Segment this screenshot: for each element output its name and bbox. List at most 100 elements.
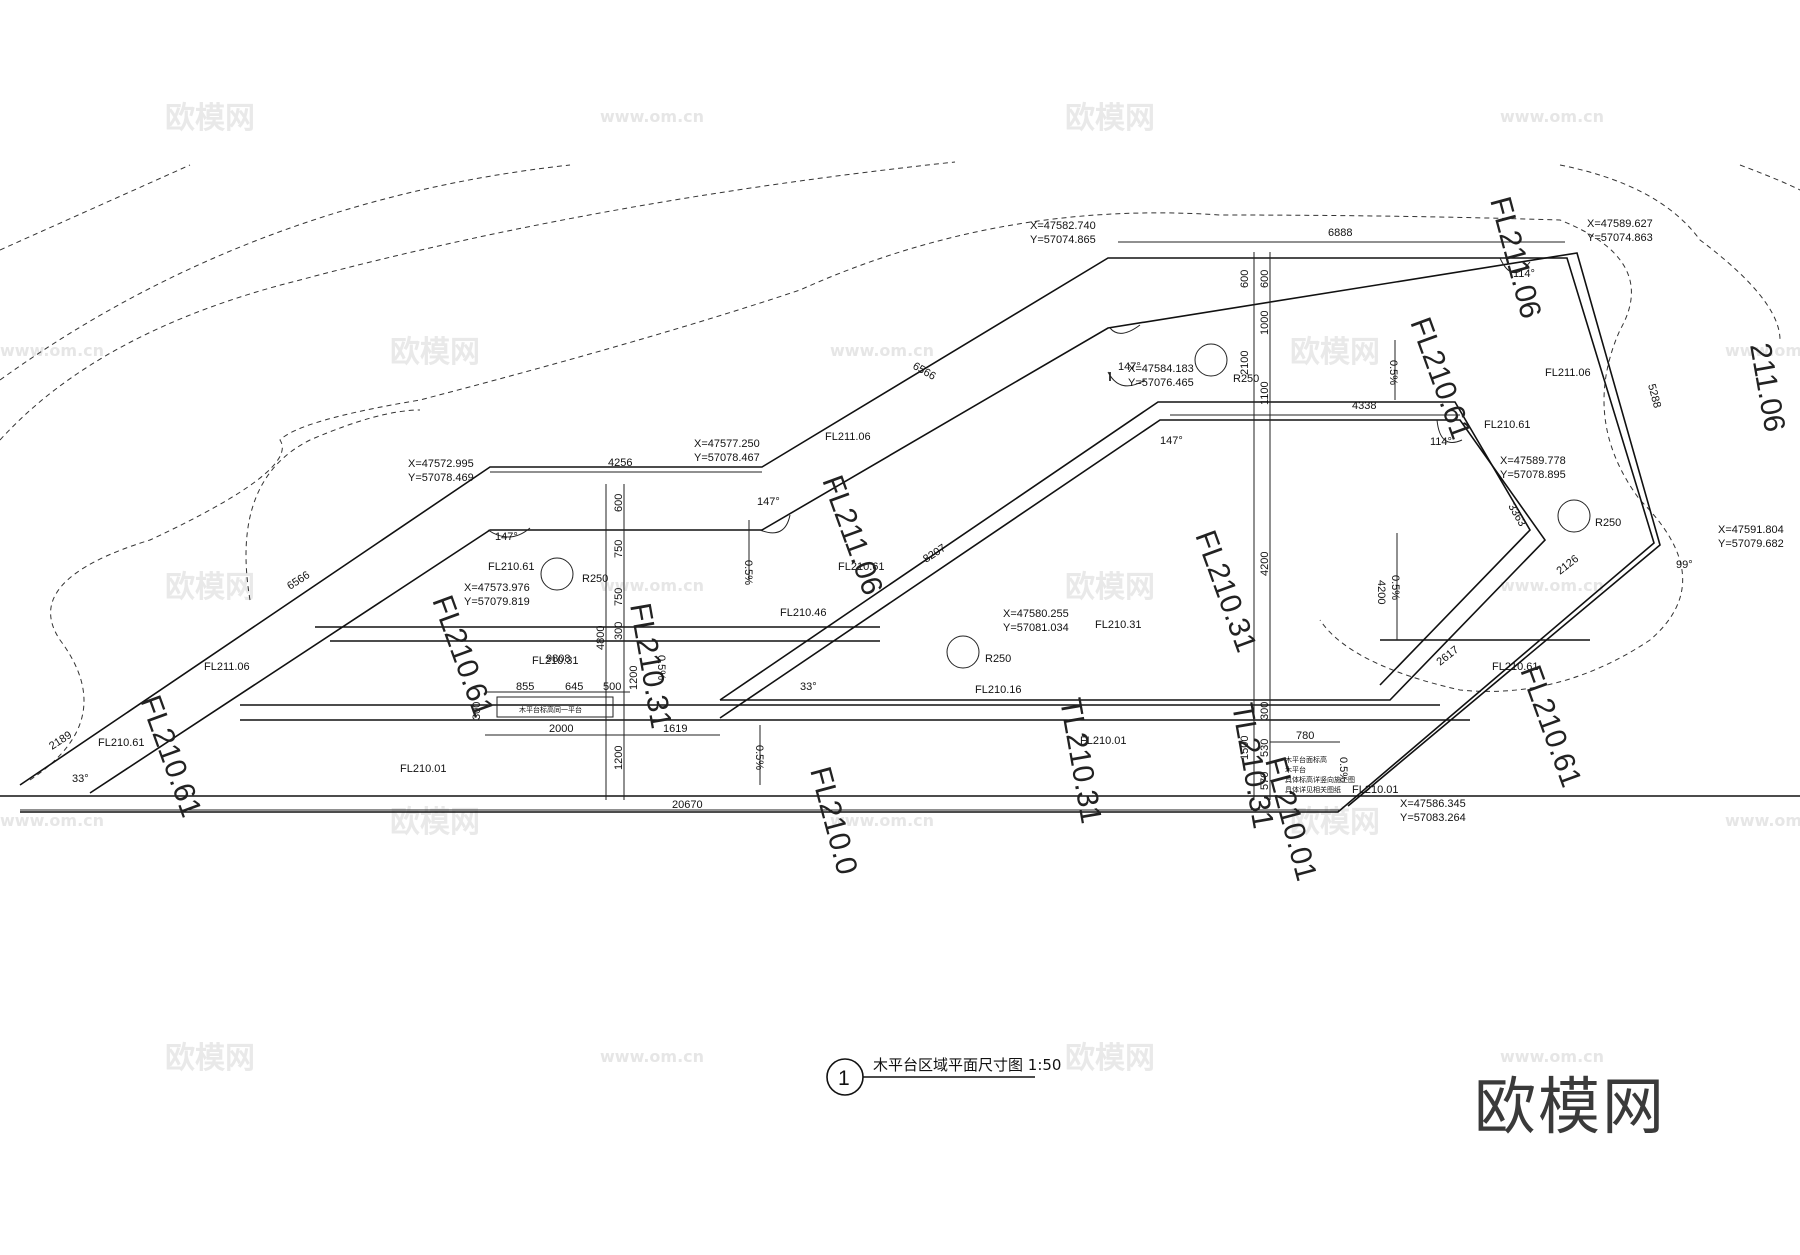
coord-y: Y=57079.819: [464, 596, 530, 608]
slope-label: 0.5%: [742, 560, 754, 585]
coord-x: X=47589.778: [1500, 455, 1566, 467]
angle-label: 33°: [72, 773, 89, 785]
coord-y: Y=57078.469: [408, 472, 474, 484]
dim-label: 5288: [1645, 383, 1663, 410]
deck-outer-edge: [19, 257, 1655, 813]
dim-label: 1200: [613, 746, 625, 770]
angle-arc: [1436, 419, 1463, 443]
watermark-cn: 欧模网: [1065, 570, 1155, 605]
watermark-cn: 欧模网: [165, 1041, 255, 1076]
coord-x: X=47584.183: [1128, 363, 1194, 375]
note: 具体标高详竖向施工图: [1285, 775, 1355, 784]
watermark-cn: 欧模网: [1065, 1041, 1155, 1076]
note: 木平台标高同一平台: [519, 705, 582, 714]
annotation-notes: 木平台标高同一平台 木平台面标高 木平台 具体标高详竖向施工图 具体详见相关图纸: [519, 705, 1355, 794]
watermark-url: www.om.cn: [0, 811, 104, 830]
coord-x: X=47586.345: [1400, 798, 1466, 810]
radius-label: R250: [1233, 373, 1259, 385]
watermark-url: www.om.cn: [600, 1047, 704, 1066]
note: 木平台面标高: [1285, 755, 1327, 764]
dim-label: 500: [603, 681, 621, 693]
watermark-url: www.om.cn: [0, 341, 104, 360]
radius-label: R250: [1595, 517, 1621, 529]
slope-label: 0.5%: [1387, 360, 1399, 385]
angle-arc: [1499, 257, 1531, 273]
angle-arc: [1107, 371, 1146, 387]
watermark-url: www.om.cn: [1500, 1047, 1604, 1066]
level-label: FL210.01: [1352, 784, 1398, 796]
watermark-cn: 欧模网: [1290, 335, 1380, 370]
contour-line: [245, 409, 421, 601]
watermark-url: www.om.cn: [600, 576, 704, 595]
radius-circle: [1194, 343, 1228, 377]
coord-x: X=47572.995: [408, 458, 474, 470]
dim-label: 600: [613, 494, 625, 512]
dim-label: 1100: [1259, 381, 1271, 405]
contour-labels: FL211.06 FL210.61 FL211.06 FL210.61 FL21…: [133, 193, 1791, 884]
angle-label: 99°: [1676, 559, 1693, 571]
slope-label: 0.5%: [1389, 575, 1401, 600]
level-label: FL210.46: [780, 607, 826, 619]
watermark-cn: 欧模网: [165, 101, 255, 136]
terrain-contours: [0, 161, 1800, 781]
coord-x: X=47589.627: [1587, 218, 1653, 230]
radius-label: R250: [582, 573, 608, 585]
radius-labels: R250 R250 R250 R250: [582, 373, 1621, 665]
level-label: FL210.61: [1484, 419, 1530, 431]
contour-label: FL210.61: [1513, 661, 1587, 791]
slope-label: 0.5%: [655, 655, 667, 680]
contour-label: TL210.31: [1053, 695, 1108, 826]
dim-label: 4200: [1259, 552, 1271, 576]
coord-x: X=47580.255: [1003, 608, 1069, 620]
dim-label: 2126: [1554, 553, 1581, 578]
coord-x: X=47573.976: [464, 582, 530, 594]
watermark-url: www.om.cn: [1500, 576, 1604, 595]
level-label: FL210.61: [98, 737, 144, 749]
dim-label: 300: [613, 622, 625, 640]
level-label: FL210.01: [1080, 735, 1126, 747]
title-text: 木平台区域平面尺寸图 1:50: [873, 1056, 1061, 1074]
contour-line: [29, 212, 1683, 781]
watermark-url: www.om.cn: [830, 811, 934, 830]
level-label: FL210.31: [1095, 619, 1141, 631]
coord-x: X=47577.250: [694, 438, 760, 450]
coord-y: Y=57083.264: [1400, 812, 1466, 824]
coord-y: Y=57078.895: [1500, 469, 1566, 481]
dim-label: 4338: [1352, 400, 1376, 412]
contour-line: [0, 161, 956, 441]
dim-label: 6888: [1328, 227, 1352, 239]
dimension-axes: [20, 241, 1565, 811]
drawing-title: 1 木平台区域平面尺寸图 1:50: [826, 1056, 1061, 1096]
deck-terrace-edge: [719, 401, 1531, 701]
level-label: FL210.61: [838, 561, 884, 573]
dim-label: 2000: [549, 723, 573, 735]
dim-label: 8207: [921, 542, 948, 565]
dimension-labels: 6888 4256 4338 20670 9808 855 645 500 20…: [47, 227, 1663, 811]
level-label: FL210.01: [400, 763, 446, 775]
dim-label: 1500: [1239, 736, 1251, 760]
deck-outline: [0, 252, 1800, 813]
level-label: FL210.31: [532, 655, 578, 667]
coord-x: X=47582.740: [1030, 220, 1096, 232]
dim-label: 600: [1239, 270, 1251, 288]
watermark-url: www.om.cn: [1725, 341, 1800, 360]
dim-label: 750: [613, 588, 625, 606]
dim-label: 2100: [1239, 351, 1251, 375]
contour-line: [1739, 164, 1800, 191]
dim-label: 530: [1259, 739, 1271, 757]
contour-label: FL210.31: [1188, 526, 1262, 656]
dim-label: 4256: [608, 457, 632, 469]
angle-arcs: [487, 257, 1531, 538]
slope-label: 0.5%: [753, 745, 765, 770]
slope-indicators: 0.5% 0.5% 0.5% 0.5% 0.5% 0.5%: [655, 340, 1401, 785]
deck-inner-edge: [89, 252, 1661, 807]
dim-label: 855: [516, 681, 534, 693]
angle-label: 147°: [1118, 361, 1141, 373]
watermark-cn: 欧模网: [390, 805, 480, 840]
level-label: FL210.61: [488, 561, 534, 573]
radius-circle: [946, 635, 980, 669]
contour-line: [1559, 164, 1781, 341]
level-label: FL211.06: [204, 661, 250, 673]
title-number: 1: [838, 1067, 850, 1090]
